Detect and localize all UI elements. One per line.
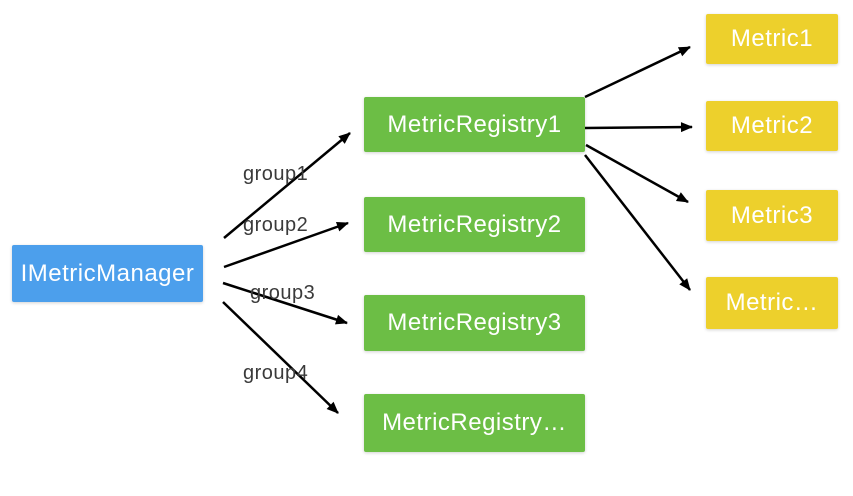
edge-label-group4: group4 [243, 362, 309, 384]
node-imetric-manager: IMetricManager [12, 245, 203, 302]
arrow-group1 [223, 132, 351, 239]
arrow-registry1-metric2 [584, 122, 693, 133]
arrow-group4 [222, 301, 339, 414]
node-metric-2-label: Metric2 [730, 112, 814, 139]
node-metric-more: Metric… [706, 277, 838, 329]
node-metric-3-label: Metric3 [730, 201, 814, 229]
node-metric-registry-2-label: MetricRegistry2 [387, 210, 562, 238]
node-metric-more-label: Metric… [725, 289, 819, 316]
node-metric-registry-more-label: MetricRegistry… [382, 409, 567, 436]
node-metric-1: Metric1 [706, 14, 838, 64]
arrow-group3 [222, 281, 348, 325]
node-metric-1-label: Metric1 [730, 25, 814, 52]
node-metric-registry-more: MetricRegistry… [364, 394, 585, 452]
node-metric-registry-3-label: MetricRegistry3 [387, 309, 562, 336]
node-metric-2: Metric2 [706, 101, 838, 151]
node-metric-registry-3: MetricRegistry3 [364, 295, 585, 351]
node-imetric-manager-label: IMetricManager [20, 259, 195, 287]
node-metric-registry-2: MetricRegistry2 [364, 197, 585, 252]
edge-label-group1: group1 [243, 163, 309, 185]
node-metric-registry-1: MetricRegistry1 [364, 97, 585, 152]
arrow-registry1-metric3 [585, 143, 689, 204]
arrow-registry1-metric1 [584, 45, 691, 99]
edge-label-group2: group2 [243, 214, 309, 236]
edge-label-group3: group3 [250, 282, 316, 304]
node-metric-3: Metric3 [706, 190, 838, 241]
arrow-group2 [223, 221, 349, 269]
arrow-registry1-metric4 [584, 154, 691, 291]
node-metric-registry-1-label: MetricRegistry1 [387, 110, 562, 138]
